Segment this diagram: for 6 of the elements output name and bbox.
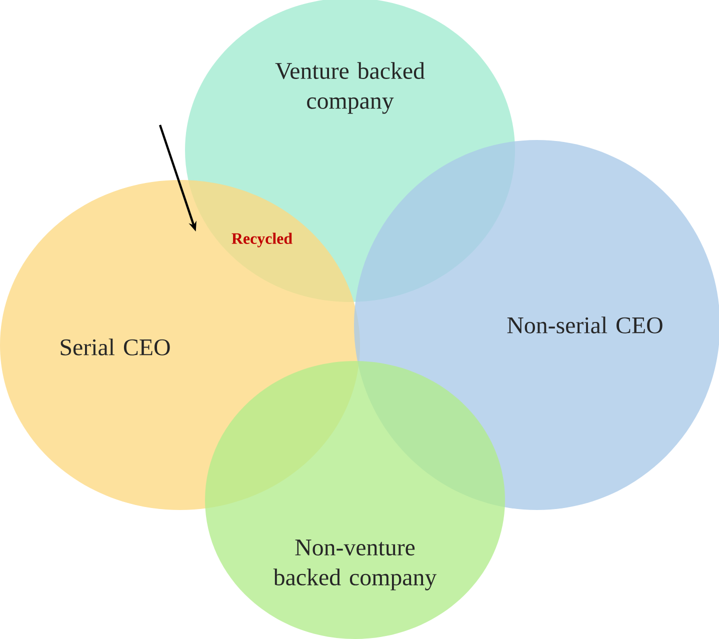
highlight-label: Recycled [232,232,292,248]
ellipse [205,361,505,639]
set-label: Serial CEO [60,338,170,356]
set-label: Non-venture backed company [273,540,437,590]
set-label: Non-serial CEO [507,316,662,334]
set-label: Venture backed company [275,62,425,114]
